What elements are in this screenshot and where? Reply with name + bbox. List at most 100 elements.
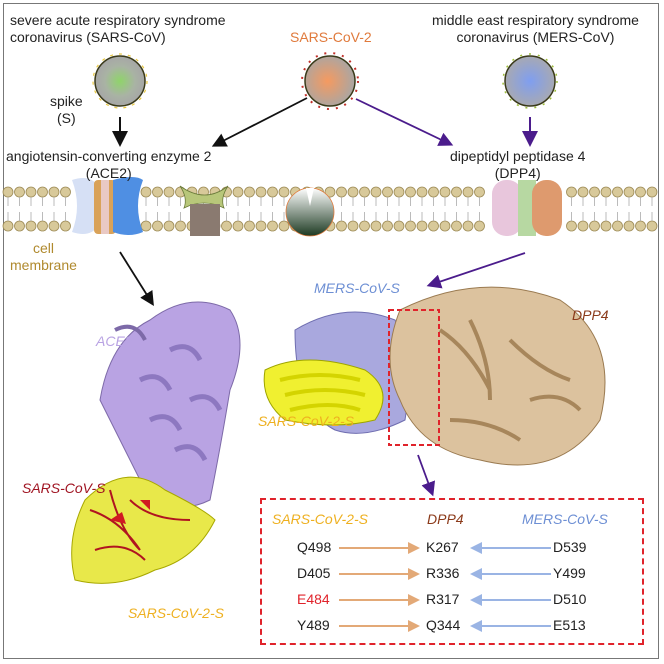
lipid-head	[221, 220, 232, 232]
lipid-head	[405, 220, 416, 232]
lipid-head	[255, 186, 267, 198]
residue-sars-cov-2-s: D405	[297, 565, 331, 581]
lipid-head	[646, 220, 658, 232]
lipid-head	[152, 186, 163, 198]
sars-cov-virion-icon	[92, 53, 148, 109]
figure-frame	[3, 3, 659, 659]
lipid-head	[278, 220, 290, 232]
lipid-head	[25, 186, 37, 198]
spike-label-line2: (S)	[57, 110, 76, 126]
sars-cov-2-title: SARS-CoV-2	[290, 29, 372, 45]
mers-cov-title-line1: middle east respiratory syndrome	[432, 12, 639, 28]
dpp4-spike-complex-structure	[263, 286, 606, 466]
residue-sars-cov-2-s: Q498	[297, 539, 332, 555]
interaction-table-box	[260, 498, 644, 645]
lipid-head	[428, 220, 439, 232]
residue-dpp4: R317	[426, 591, 460, 607]
interaction-arrows	[339, 542, 551, 632]
residue-sars-cov-2-s: Y489	[297, 617, 330, 633]
lipid-head	[2, 186, 14, 198]
lipid-head	[370, 220, 382, 232]
arrow-sars2-to-ace2	[211, 97, 308, 147]
arrow-ace2-to-structure	[119, 251, 154, 307]
lipid-head	[336, 186, 347, 198]
lipid-head	[612, 220, 623, 232]
lipid-head	[48, 186, 60, 198]
membrane-channel-icon	[179, 185, 229, 236]
lipid-head	[451, 186, 462, 198]
lipid-head	[474, 220, 485, 232]
residue-mers-cov-s: D539	[553, 539, 587, 555]
lipid-head	[2, 220, 14, 232]
lipid-head	[163, 220, 175, 232]
lipid-head	[163, 186, 175, 198]
ace2-receptor-line1: angiotensin-converting enzyme 2	[6, 148, 212, 164]
sars-cov-2-virion-icon	[301, 52, 359, 110]
lipid-head	[14, 186, 25, 198]
sars-cov-title-line2: coronavirus (SARS-CoV)	[10, 29, 166, 45]
lipid-head	[439, 220, 451, 232]
lipid-head	[428, 186, 439, 198]
lipid-head	[600, 186, 612, 198]
lipid-head	[393, 220, 405, 232]
lipid-head	[416, 186, 428, 198]
lipid-head	[405, 186, 416, 198]
lipid-head	[140, 220, 152, 232]
ace2-receptor-label: angiotensin-converting enzyme 2 (ACE2)	[6, 148, 211, 182]
lipid-head	[623, 220, 635, 232]
dpp4-structure-label: DPP4	[572, 307, 609, 323]
lipid-head	[14, 220, 25, 232]
cell-membrane-line2: membrane	[10, 257, 77, 273]
lipid-head	[635, 220, 646, 232]
lipid-head	[370, 186, 382, 198]
sars-cov-2-s-right-label: SARS-CoV-2-S	[258, 413, 354, 429]
lipid-head	[244, 186, 255, 198]
lipid-head	[152, 220, 163, 232]
lipid-head	[37, 186, 48, 198]
header-mers-cov-s: MERS-CoV-S	[522, 511, 608, 527]
arrow-dpp4-to-structure	[426, 252, 526, 289]
lipid-head	[267, 220, 278, 232]
lipid-head	[451, 220, 462, 232]
ace2-receptor-line2: (ACE2)	[85, 165, 132, 181]
lipid-head	[439, 186, 451, 198]
lipid-head	[255, 220, 267, 232]
lipid-head	[48, 220, 60, 232]
residue-dpp4: Q344	[426, 617, 461, 633]
lipid-head	[232, 186, 244, 198]
residue-dpp4: R336	[426, 565, 460, 581]
mers-cov-title: middle east respiratory syndrome coronav…	[432, 12, 639, 46]
lipid-head	[359, 186, 370, 198]
sars-cov-title-line1: severe acute respiratory syndrome	[10, 12, 226, 28]
lipid-head	[589, 220, 600, 232]
header-sars-cov-2-s: SARS-CoV-2-S	[272, 511, 368, 527]
lipid-head	[60, 186, 71, 198]
ace2-receptor-icon	[72, 177, 143, 235]
lipid-head	[347, 186, 359, 198]
lipid-head	[646, 186, 658, 198]
residue-sars-cov-2-s: E484	[297, 591, 330, 607]
lipid-head	[566, 186, 577, 198]
ace2-sars-complex-structure	[71, 301, 241, 584]
lipid-head	[474, 186, 485, 198]
header-dpp4: DPP4	[427, 511, 464, 527]
lipid-head	[566, 220, 577, 232]
lipid-head	[278, 186, 290, 198]
spike-label: spike (S)	[50, 93, 83, 127]
dpp4-receptor-icon	[492, 180, 562, 236]
lipid-head	[462, 186, 474, 198]
mers-cov-s-label: MERS-CoV-S	[314, 280, 400, 296]
lipid-head	[577, 186, 589, 198]
residue-mers-cov-s: Y499	[553, 565, 586, 581]
cell-membrane-line1: cell	[32, 240, 54, 256]
sars-cov-2-s-left-label: SARS-CoV-2-S	[128, 605, 224, 621]
lipid-head	[175, 220, 186, 232]
lipid-head	[589, 186, 600, 198]
lipid-head	[612, 186, 623, 198]
dpp4-receptor-line2: (DPP4)	[494, 165, 541, 181]
lipid-head	[37, 220, 48, 232]
lipid-head	[623, 186, 635, 198]
mers-cov-title-line2: coronavirus (MERS-CoV)	[456, 29, 615, 45]
lipid-head	[600, 220, 612, 232]
